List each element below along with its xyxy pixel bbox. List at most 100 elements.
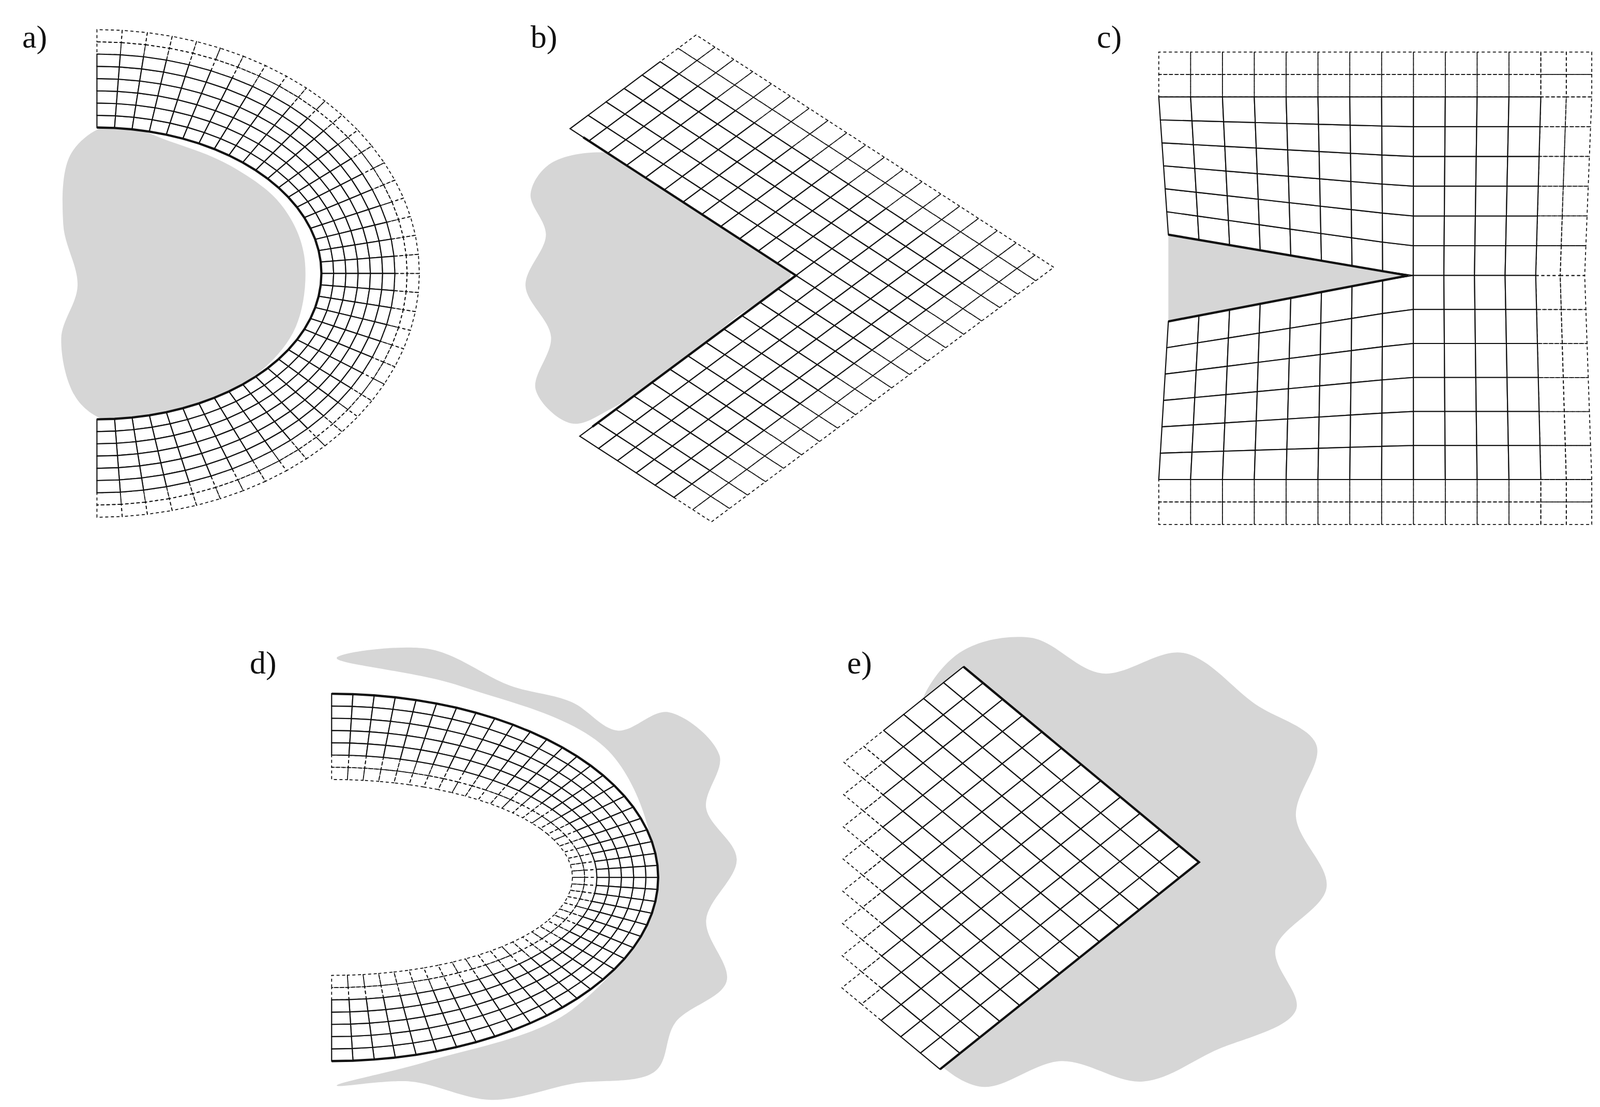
- ghost-cell: [438, 778, 459, 793]
- mesh-cell: [331, 1023, 352, 1037]
- wall-boundary: [96, 127, 322, 420]
- mesh-cell: [1350, 181, 1383, 214]
- ghost-cell: [710, 482, 748, 509]
- ghost-cell: [331, 755, 350, 768]
- ghost-cell: [451, 958, 473, 973]
- mesh-cell: [379, 238, 395, 258]
- mesh-cell: [320, 261, 334, 274]
- mesh-cell: [883, 778, 923, 811]
- mesh-cell: [1350, 125, 1382, 156]
- mesh-cell: [116, 91, 138, 106]
- ghost-cell: [1565, 96, 1592, 127]
- ghost-cell: [490, 794, 511, 808]
- ghost-cell: [1254, 479, 1287, 502]
- ghost-cell: [677, 35, 715, 62]
- mesh-cell: [1255, 418, 1288, 450]
- mesh-cell: [1257, 358, 1290, 392]
- mesh-cell: [331, 705, 353, 719]
- ghost-cell: [1476, 501, 1509, 524]
- mesh-cell: [1382, 242, 1414, 276]
- ghost-cell: [1349, 74, 1382, 97]
- ghost-cell: [1190, 74, 1223, 97]
- ghost-cell: [782, 429, 820, 456]
- mesh-cell: [1258, 199, 1290, 230]
- ghost-cell: [772, 96, 809, 123]
- mesh-cell: [1506, 377, 1539, 412]
- mesh-cell: [1381, 155, 1414, 187]
- ghost-cell: [1566, 74, 1592, 97]
- mesh-cell: [331, 730, 351, 743]
- mesh-cell: [1223, 420, 1257, 452]
- ghost-cell: [570, 862, 585, 871]
- ghost-cell: [979, 230, 1017, 257]
- ghost-cell: [405, 254, 420, 274]
- mesh-cell: [881, 1004, 921, 1037]
- mesh-cell: [349, 1010, 370, 1024]
- mesh-cell: [1226, 362, 1259, 395]
- mesh-cell: [1194, 168, 1228, 196]
- ghost-cell: [1222, 52, 1255, 75]
- ghost-cell: [1222, 501, 1255, 524]
- panel-label: e): [847, 646, 872, 679]
- ghost-cell: [1508, 74, 1542, 97]
- ghost-cell: [403, 291, 419, 312]
- mesh-cell: [1476, 445, 1509, 480]
- mesh-cell: [1287, 123, 1320, 152]
- mesh-cell: [357, 258, 371, 274]
- ghost-cell: [1538, 156, 1565, 187]
- mesh-cell: [883, 714, 924, 747]
- ghost-cell: [828, 132, 866, 159]
- wall-boundary: [331, 693, 658, 1061]
- ghost-cell: [800, 415, 838, 442]
- ghost-cell: [1476, 479, 1509, 502]
- mesh-cell: [381, 255, 395, 274]
- ghost-cell: [809, 120, 847, 147]
- ghost-cell: [391, 198, 411, 220]
- mesh-cell: [1194, 366, 1228, 398]
- mesh-cell: [1226, 171, 1259, 200]
- ghost-cell: [1349, 52, 1382, 75]
- ghost-cell: [405, 273, 420, 293]
- ghost-cell: [1537, 186, 1564, 217]
- mesh-cell: [1256, 388, 1289, 421]
- mesh-cell: [1444, 156, 1476, 187]
- mesh-cell: [579, 422, 617, 449]
- mesh-cell: [569, 115, 607, 142]
- mesh-cell: [117, 453, 140, 468]
- ghost-cell: [843, 778, 883, 811]
- mesh-cell: [96, 102, 117, 116]
- ghost-cell: [502, 941, 523, 956]
- ghost-cell: [728, 469, 766, 495]
- mesh-cell: [366, 743, 386, 758]
- ghost-cell: [1476, 52, 1509, 75]
- ghost-cell: [1535, 275, 1562, 310]
- ghost-cell: [145, 498, 173, 515]
- mesh-cell: [1475, 377, 1508, 412]
- mesh-cell: [331, 693, 353, 706]
- panel-label: a): [22, 20, 48, 53]
- mesh-cell: [1476, 411, 1509, 446]
- mesh-cell: [1287, 385, 1320, 419]
- ghost-cell: [361, 378, 385, 401]
- ghost-cell: [331, 974, 349, 988]
- ghost-cell: [1566, 479, 1592, 502]
- ghost-cell: [584, 869, 598, 878]
- ghost-cell: [697, 47, 734, 73]
- ghost-cell: [1538, 126, 1566, 157]
- ghost-cell: [363, 767, 382, 781]
- ghost-cell: [1560, 275, 1587, 310]
- ghost-cell: [348, 986, 367, 1000]
- mesh-cell: [369, 1021, 391, 1035]
- ghost-cell: [571, 877, 585, 885]
- ghost-cell: [1413, 74, 1446, 97]
- mesh-cell: [1413, 445, 1446, 480]
- mesh-cell: [351, 1034, 373, 1049]
- ghost-cell: [348, 394, 372, 417]
- ghost-cell: [512, 804, 533, 818]
- mesh-cell: [1255, 122, 1288, 150]
- ghost-cell: [842, 874, 883, 908]
- mesh-cell: [881, 939, 922, 972]
- mesh-cell: [1286, 448, 1319, 480]
- mesh-cell: [1381, 445, 1414, 480]
- ghost-cell: [559, 841, 577, 852]
